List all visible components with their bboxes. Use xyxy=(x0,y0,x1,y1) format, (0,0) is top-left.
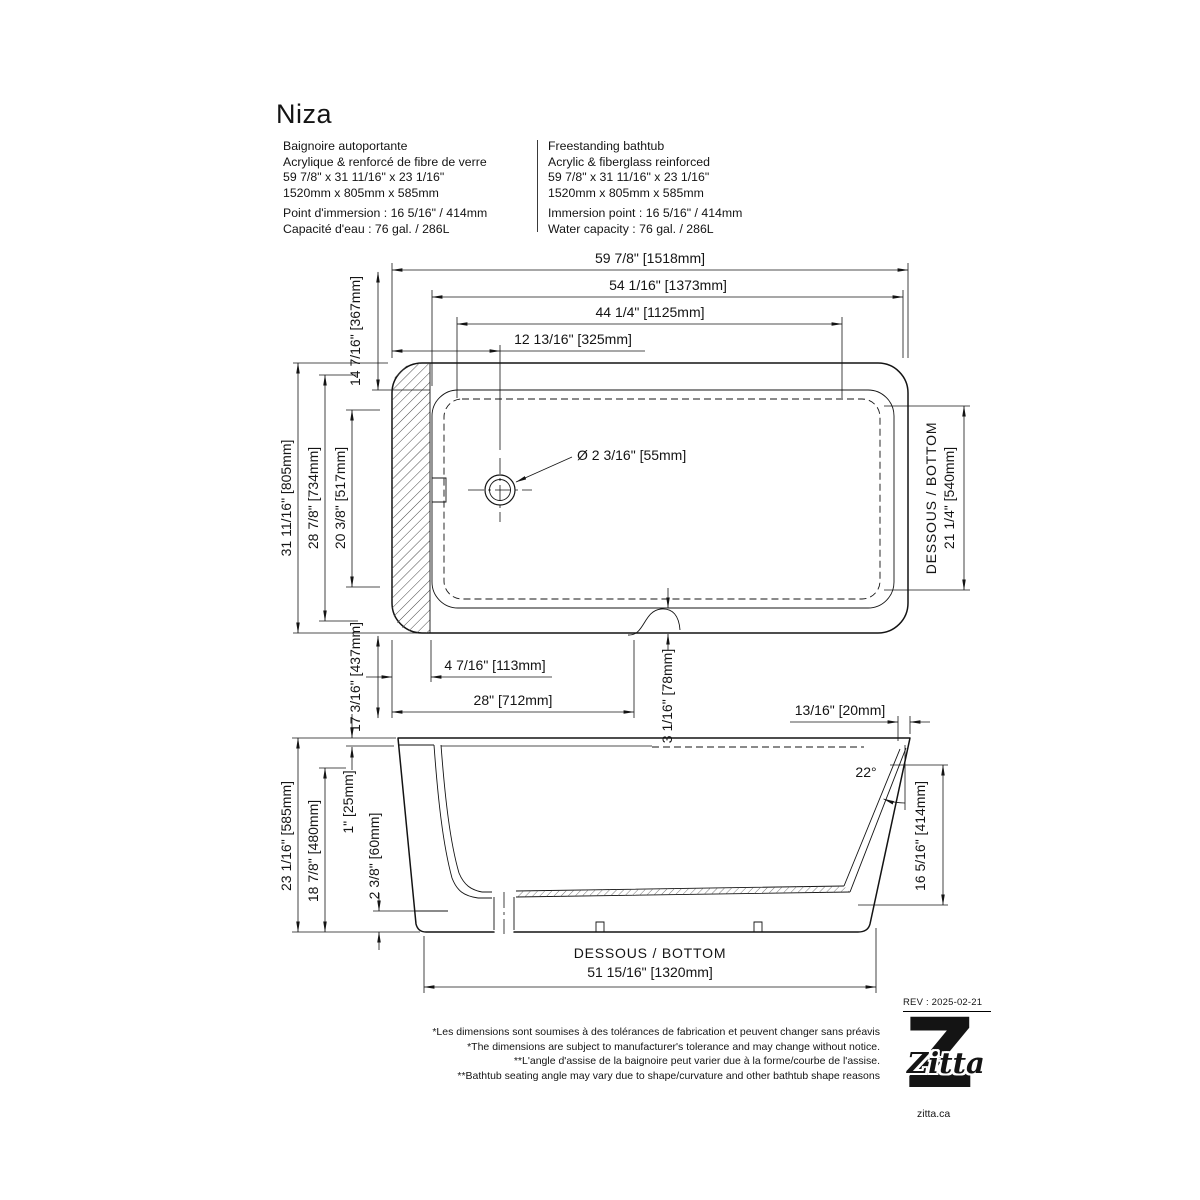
dim-drain-from-edge: 28" [712mm] xyxy=(391,640,635,718)
overall-length-label: 59 7/8" [1518mm] xyxy=(595,250,705,266)
footnotes: *Les dimensions sont soumises à des tolé… xyxy=(280,1025,880,1083)
base-lip-height-label: 2 3/8" [60mm] xyxy=(366,813,382,900)
dim-immersion-depth: 16 5/16" [414mm] xyxy=(858,764,948,906)
top-view-outline xyxy=(391,362,909,636)
dim-base-lip-height: 2 3/8" [60mm] xyxy=(366,813,416,950)
ledge-gap-label: 3 1/16" [78mm] xyxy=(659,649,675,743)
side-view: 13/16" [20mm] 22° 16 5/16" [414mm] 23 1/… xyxy=(278,702,948,993)
dim-wall-height: 18 7/8" [480mm] xyxy=(305,767,346,933)
wall-height-label: 18 7/8" [480mm] xyxy=(305,800,321,902)
dim-rim-thickness: 1" [25mm] xyxy=(340,714,394,834)
spec-line-en: Freestanding bathtub xyxy=(548,139,665,153)
dim-bottom-width: DESSOUS / BOTTOM 21 1/4" [540mm] xyxy=(884,405,970,591)
dim-rim-length: 54 1/16" [1373mm] xyxy=(431,277,904,386)
dim-rim-lip: 13/16" [20mm] xyxy=(790,702,930,741)
zitta-logo: REV : 2025-02-21 Z Zitta zitta.ca xyxy=(903,997,991,1120)
immersion-depth-label: 16 5/16" [414mm] xyxy=(912,781,928,891)
spec-line-fr: Point d'immersion : 16 5/16" / 414mm xyxy=(283,206,488,221)
skirt-offset-label: 4 7/16" [113mm] xyxy=(444,657,545,673)
logo-z-letter: Z xyxy=(905,998,975,1110)
overflow-bracket xyxy=(432,477,447,503)
footnote-line: **L'angle d'assise de la baignoire peut … xyxy=(513,1055,880,1068)
edge-to-drain-bottom-label: 17 3/16" [437mm] xyxy=(347,622,363,732)
dim-drain-offset-x: 12 13/16" [325mm] xyxy=(391,331,645,450)
spec-divider xyxy=(537,140,538,232)
revision-date: REV : 2025-02-21 xyxy=(903,997,991,1012)
foot-mark xyxy=(753,921,763,932)
bottom-length-label: 51 15/16" [1320mm] xyxy=(587,964,713,980)
basin-length-label: 44 1/4" [1125mm] xyxy=(596,304,705,320)
drain-from-edge-label: 28" [712mm] xyxy=(474,692,553,708)
dim-skirt-offset: 4 7/16" [113mm] xyxy=(366,640,552,718)
spec-line-fr: 1520mm x 805mm x 585mm xyxy=(283,185,439,200)
dim-drain-diameter: Ø 2 3/16" [55mm] xyxy=(515,447,686,483)
top-view: Ø 2 3/16" [55mm] 59 7/8" [1518mm] 54 1/1… xyxy=(278,250,970,743)
edge-to-drain-top-label: 14 7/16" [367mm] xyxy=(347,276,363,386)
rim-lip-label: 13/16" [20mm] xyxy=(795,702,886,718)
basin-width-label: 20 3/8" [517mm] xyxy=(332,447,348,549)
backrest-angle-label: 22° xyxy=(855,764,876,780)
spec-line-fr: Capacité d'eau : 76 gal. / 286L xyxy=(283,221,450,236)
dim-rim-width: 28 7/8" [734mm] xyxy=(305,374,358,622)
spec-line-fr: Baignoire autoportante xyxy=(283,139,408,153)
spec-line-fr: Acrylique & renforcé de fibre de verre xyxy=(283,154,487,169)
rim-width-label: 28 7/8" [734mm] xyxy=(305,447,321,549)
spec-block-en: Freestanding bathtub Acrylic & fiberglas… xyxy=(548,139,742,238)
dim-overall-height: 23 1/16" [585mm] xyxy=(278,737,420,933)
side-bottom-label: DESSOUS / BOTTOM xyxy=(574,945,727,961)
spec-line-en: 59 7/8" x 31 11/16" x 23 1/16" xyxy=(548,170,710,185)
basin-bottom-dashed xyxy=(443,398,881,600)
rim-length-label: 54 1/16" [1373mm] xyxy=(609,277,727,293)
spec-block-fr: Baignoire autoportante Acrylique & renfo… xyxy=(283,139,487,238)
floor-hatch xyxy=(518,886,850,897)
drain-offset-x-label: 12 13/16" [325mm] xyxy=(514,331,632,347)
footnote-line: *The dimensions are subject to manufactu… xyxy=(467,1040,880,1053)
foot-mark xyxy=(595,921,605,932)
website-url: zitta.ca xyxy=(917,1108,951,1120)
dim-basin-width: 20 3/8" [517mm] xyxy=(332,409,380,588)
footnote-line: *Les dimensions sont soumises à des tolé… xyxy=(432,1026,880,1038)
product-title: Niza xyxy=(276,99,333,129)
spec-line-en: Water capacity : 76 gal. / 286L xyxy=(548,221,714,236)
section-squiggle xyxy=(627,608,681,636)
dim-overall-length: 59 7/8" [1518mm] xyxy=(391,250,909,358)
dim-backrest-angle: 22° xyxy=(855,745,906,810)
overall-width-label: 31 11/16" [805mm] xyxy=(278,440,294,557)
bottom-width-label: 21 1/4" [540mm] xyxy=(941,447,957,549)
spec-line-en: 1520mm x 805mm x 585mm xyxy=(548,185,704,200)
spec-line-fr: 59 7/8" x 31 11/16" x 23 1/16" xyxy=(283,170,445,185)
dim-edge-to-drain-top: 14 7/16" [367mm] xyxy=(347,271,430,391)
drain-diameter-label: Ø 2 3/16" [55mm] xyxy=(577,447,686,463)
skirt-hatch xyxy=(392,363,430,633)
dim-overall-width: 31 11/16" [805mm] xyxy=(278,362,422,634)
rim-thickness-label: 1" [25mm] xyxy=(340,770,356,833)
side-drain xyxy=(493,892,515,934)
overall-height-label: 23 1/16" [585mm] xyxy=(278,781,294,891)
footnote-line: **Bathtub seating angle may vary due to … xyxy=(457,1069,880,1082)
inner-rim xyxy=(431,389,895,609)
spec-line-en: Immersion point : 16 5/16" / 414mm xyxy=(548,206,743,221)
side-view-outline xyxy=(397,737,911,934)
logo-mark: Z Zitta xyxy=(903,1006,991,1102)
dim-ledge-gap: 3 1/16" [78mm] xyxy=(659,588,692,743)
spec-line-en: Acrylic & fiberglass reinforced xyxy=(548,154,710,169)
dim-bottom-length: DESSOUS / BOTTOM 51 15/16" [1320mm] xyxy=(423,928,877,993)
logo-wordmark: Zitta xyxy=(907,1046,985,1080)
top-bottom-label: DESSOUS / BOTTOM xyxy=(923,422,939,575)
dim-basin-length: 44 1/4" [1125mm] xyxy=(456,304,843,398)
drain xyxy=(468,458,532,522)
